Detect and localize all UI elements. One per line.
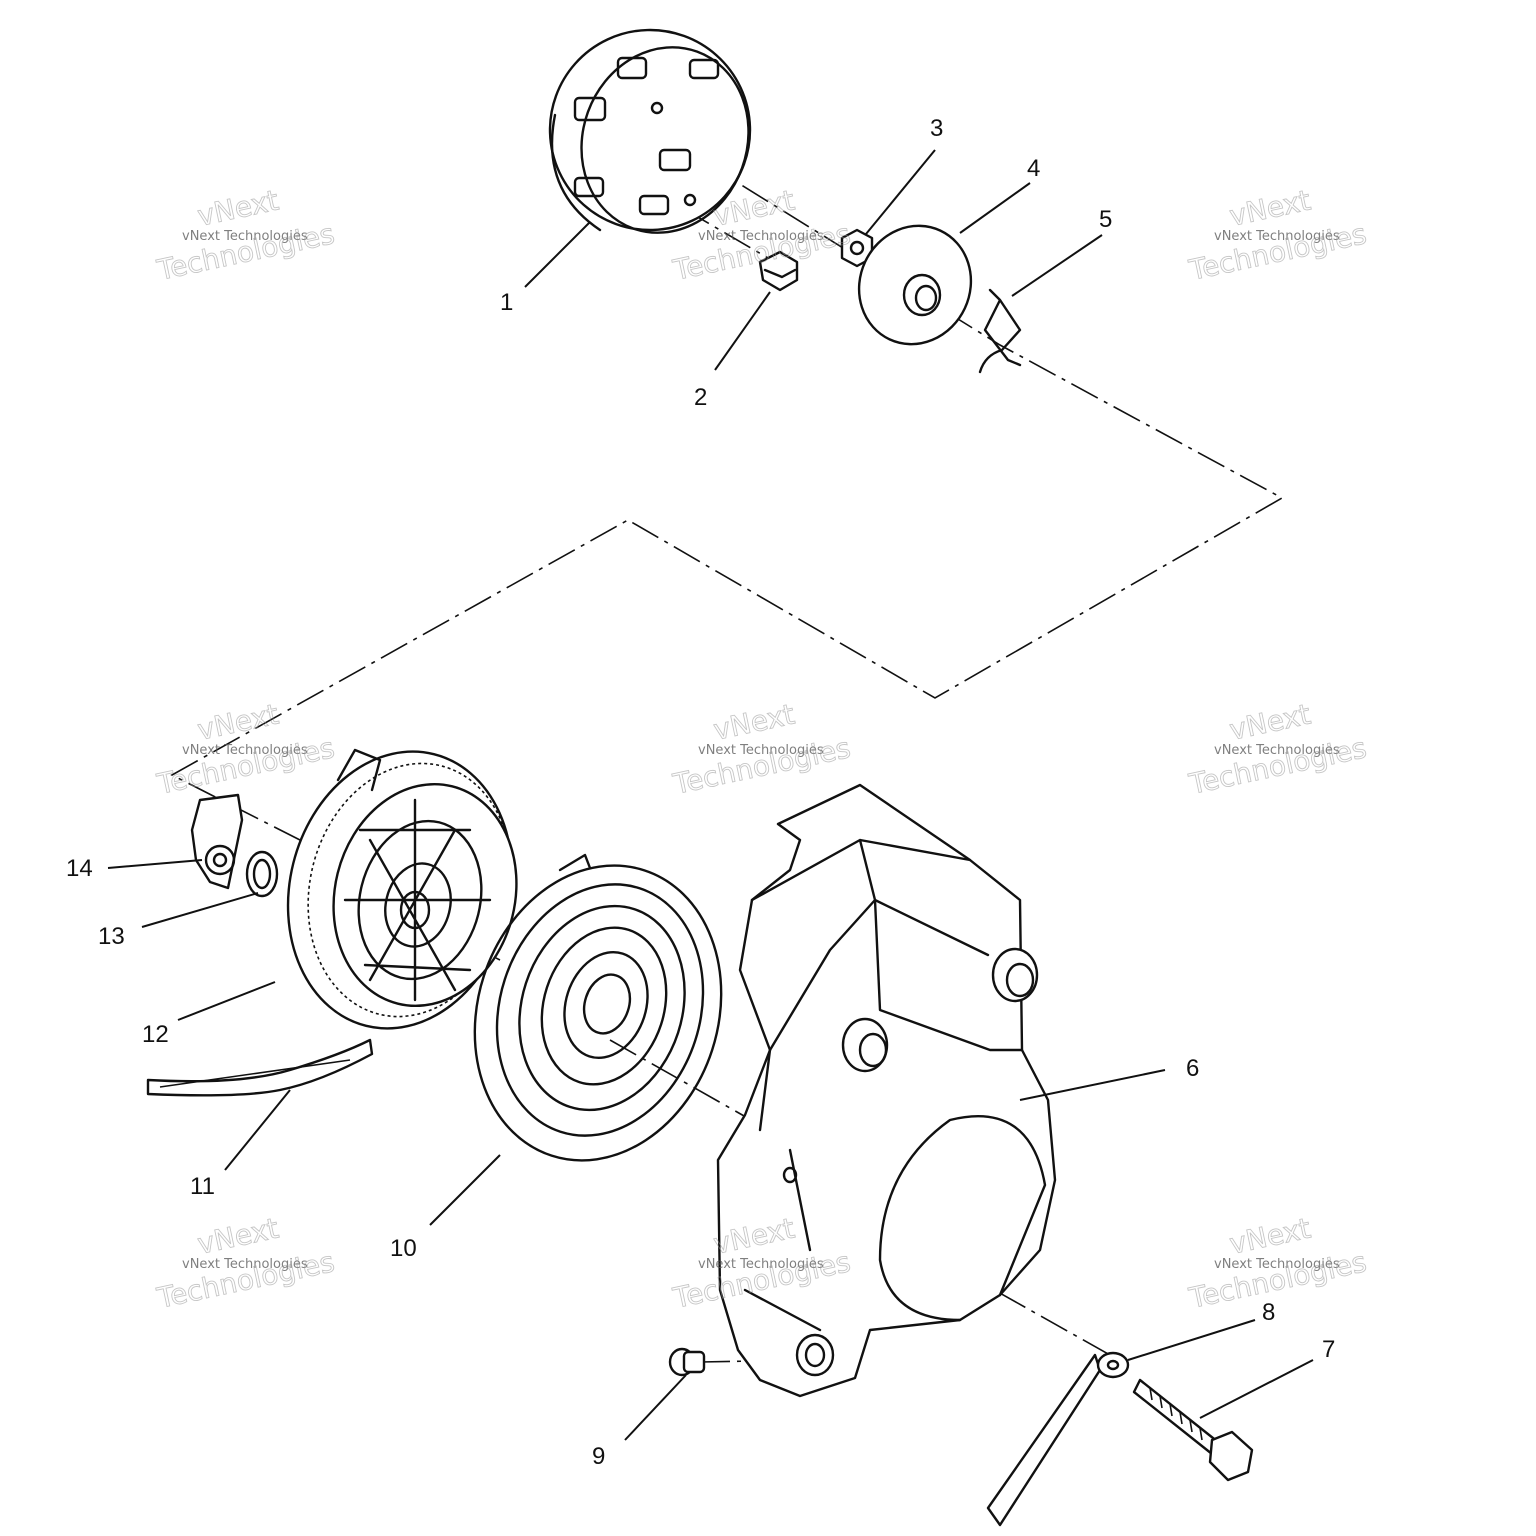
- watermark-mid-right: vNext vNext Technologies Technologies: [1185, 697, 1370, 801]
- watermark-bottom-left: vNext vNext Technologies Technologies: [153, 1211, 338, 1315]
- svg-text:vNext Technologies: vNext Technologies: [1214, 1257, 1340, 1272]
- part-starter-cup: [548, 28, 752, 234]
- callout-11: 11: [190, 1173, 215, 1200]
- svg-text:Technologies: Technologies: [154, 1245, 338, 1315]
- svg-text:Technologies: Technologies: [1186, 731, 1370, 801]
- callout-5: 5: [1099, 206, 1112, 233]
- callout-3: 3: [930, 115, 943, 142]
- svg-text:vNext Technologies: vNext Technologies: [182, 229, 308, 244]
- svg-text:vNext Technologies: vNext Technologies: [698, 229, 824, 244]
- watermark-top-right: vNext vNext Technologies Technologies: [1185, 183, 1370, 287]
- callout-4: 4: [1027, 155, 1040, 182]
- watermark-bottom-right: vNext vNext Technologies Technologies: [1185, 1211, 1370, 1315]
- callout-2: 2: [694, 384, 707, 411]
- svg-text:vNext: vNext: [711, 698, 798, 747]
- watermark-mid-center: vNext vNext Technologies Technologies: [669, 697, 854, 801]
- part-long-bolt: [1132, 1378, 1254, 1482]
- svg-text:Technologies: Technologies: [154, 731, 338, 801]
- callout-13: 13: [98, 923, 125, 950]
- svg-text:vNext Technologies: vNext Technologies: [1214, 229, 1340, 244]
- watermark-mid-left: vNext vNext Technologies Technologies: [153, 697, 338, 801]
- svg-text:vNext: vNext: [195, 184, 282, 233]
- callout-10: 10: [390, 1235, 417, 1262]
- svg-text:vNext: vNext: [1227, 698, 1314, 747]
- svg-text:vNext Technologies: vNext Technologies: [182, 743, 308, 758]
- part-washer: [986, 1351, 1130, 1527]
- svg-text:vNext: vNext: [195, 698, 282, 747]
- part-pulley-hub: [857, 224, 973, 346]
- callout-9: 9: [592, 1443, 605, 1470]
- svg-text:Technologies: Technologies: [670, 731, 854, 801]
- callout-numbers: 1 2 3 4 5 6 7 8 9 10 11 12 13 14: [66, 115, 1335, 1470]
- svg-text:vNext: vNext: [195, 1212, 282, 1261]
- svg-text:vNext Technologies: vNext Technologies: [698, 743, 824, 758]
- svg-text:vNext Technologies: vNext Technologies: [1214, 743, 1340, 758]
- svg-text:Technologies: Technologies: [1186, 217, 1370, 287]
- callout-7: 7: [1322, 1336, 1335, 1363]
- svg-text:vNext Technologies: vNext Technologies: [698, 1257, 824, 1272]
- svg-text:vNext Technologies: vNext Technologies: [182, 1257, 308, 1272]
- part-starter-rope: [146, 1038, 374, 1097]
- callout-6: 6: [1186, 1055, 1199, 1082]
- callout-1: 1: [500, 289, 513, 316]
- callout-14: 14: [66, 855, 93, 882]
- watermark-top-left: vNext vNext Technologies Technologies: [153, 183, 338, 287]
- svg-text:vNext: vNext: [1227, 184, 1314, 233]
- part-starter-housing: [716, 783, 1057, 1398]
- part-bolt: [758, 250, 799, 292]
- svg-text:Technologies: Technologies: [154, 217, 338, 287]
- callout-8: 8: [1262, 1299, 1275, 1326]
- leader-lines: [107, 149, 1314, 1441]
- svg-text:Technologies: Technologies: [1186, 1245, 1370, 1315]
- svg-text:vNext: vNext: [1227, 1212, 1314, 1261]
- callout-12: 12: [142, 1021, 169, 1048]
- part-recoil-spring: [473, 853, 723, 1162]
- part-pawl: [190, 793, 244, 890]
- part-recoil-pulley: [286, 748, 518, 1030]
- part-pawl-spring: [245, 850, 279, 898]
- part-retaining-clip: [978, 288, 1022, 374]
- part-plug: [668, 1347, 706, 1377]
